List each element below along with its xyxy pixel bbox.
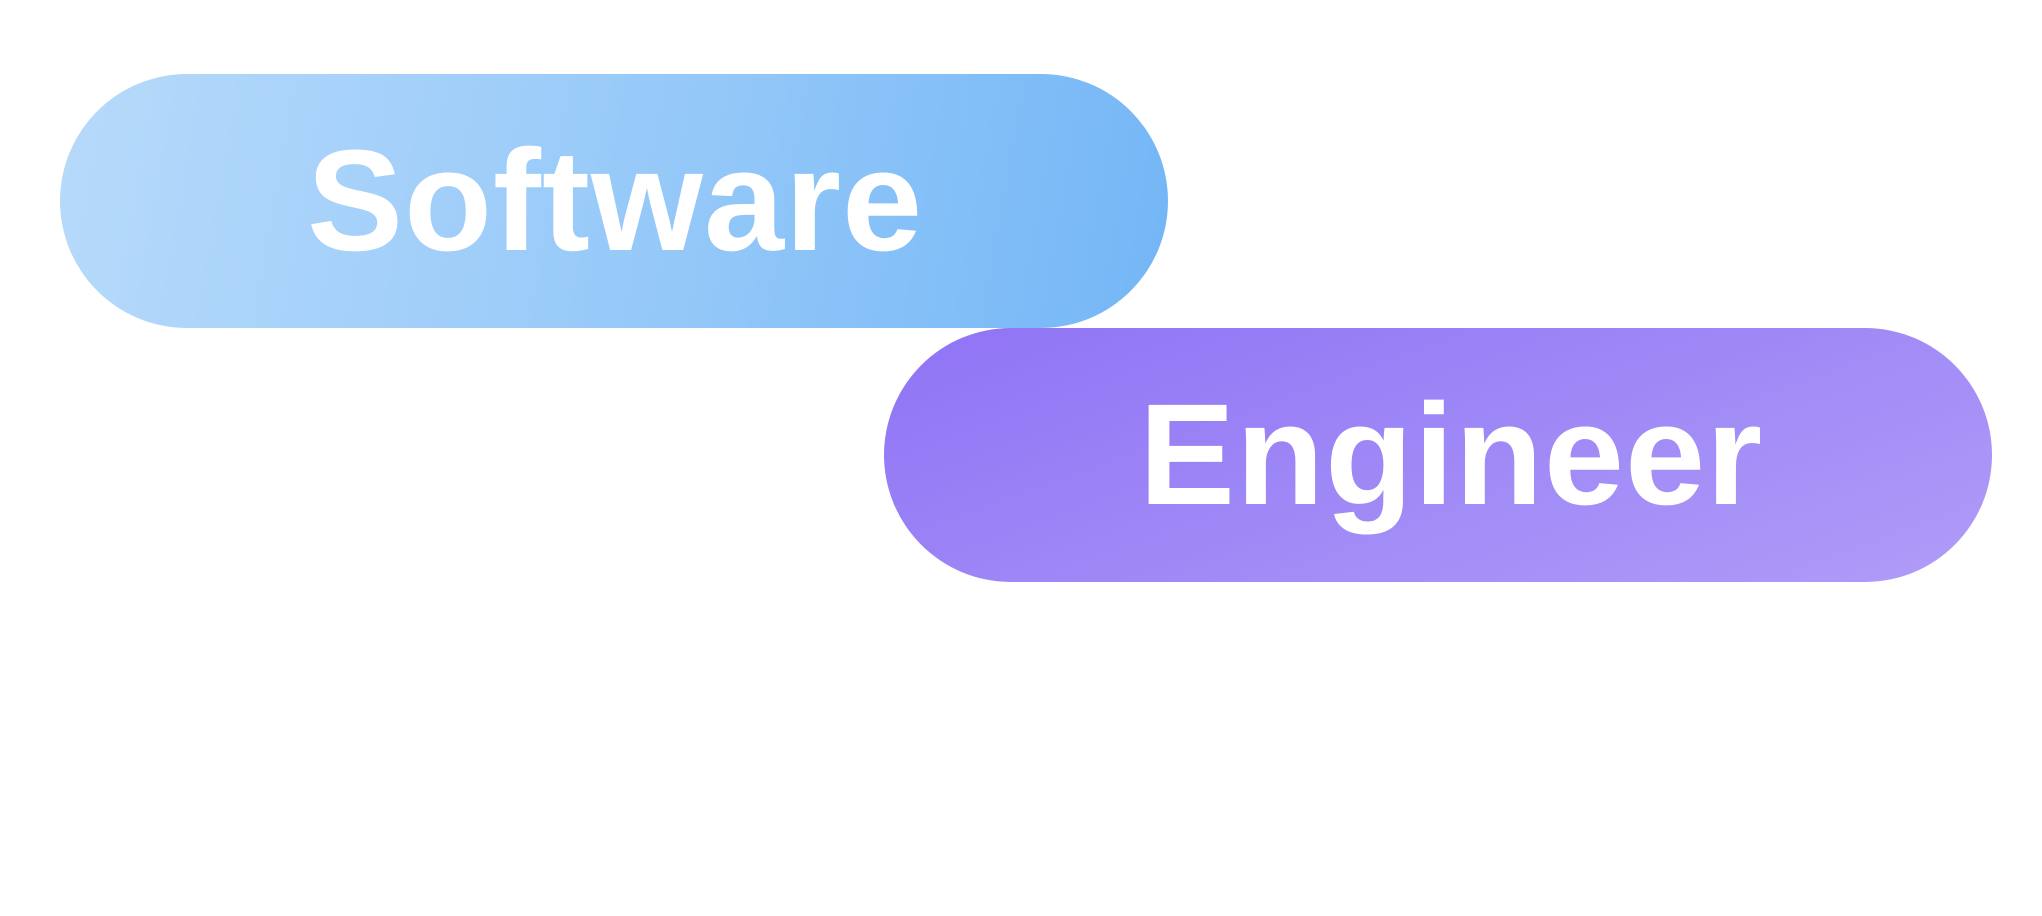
engineer-pill: Engineer (884, 328, 1992, 582)
software-label: Software (307, 120, 924, 281)
engineer-label: Engineer (1139, 374, 1764, 535)
software-pill: Software (60, 74, 1168, 328)
